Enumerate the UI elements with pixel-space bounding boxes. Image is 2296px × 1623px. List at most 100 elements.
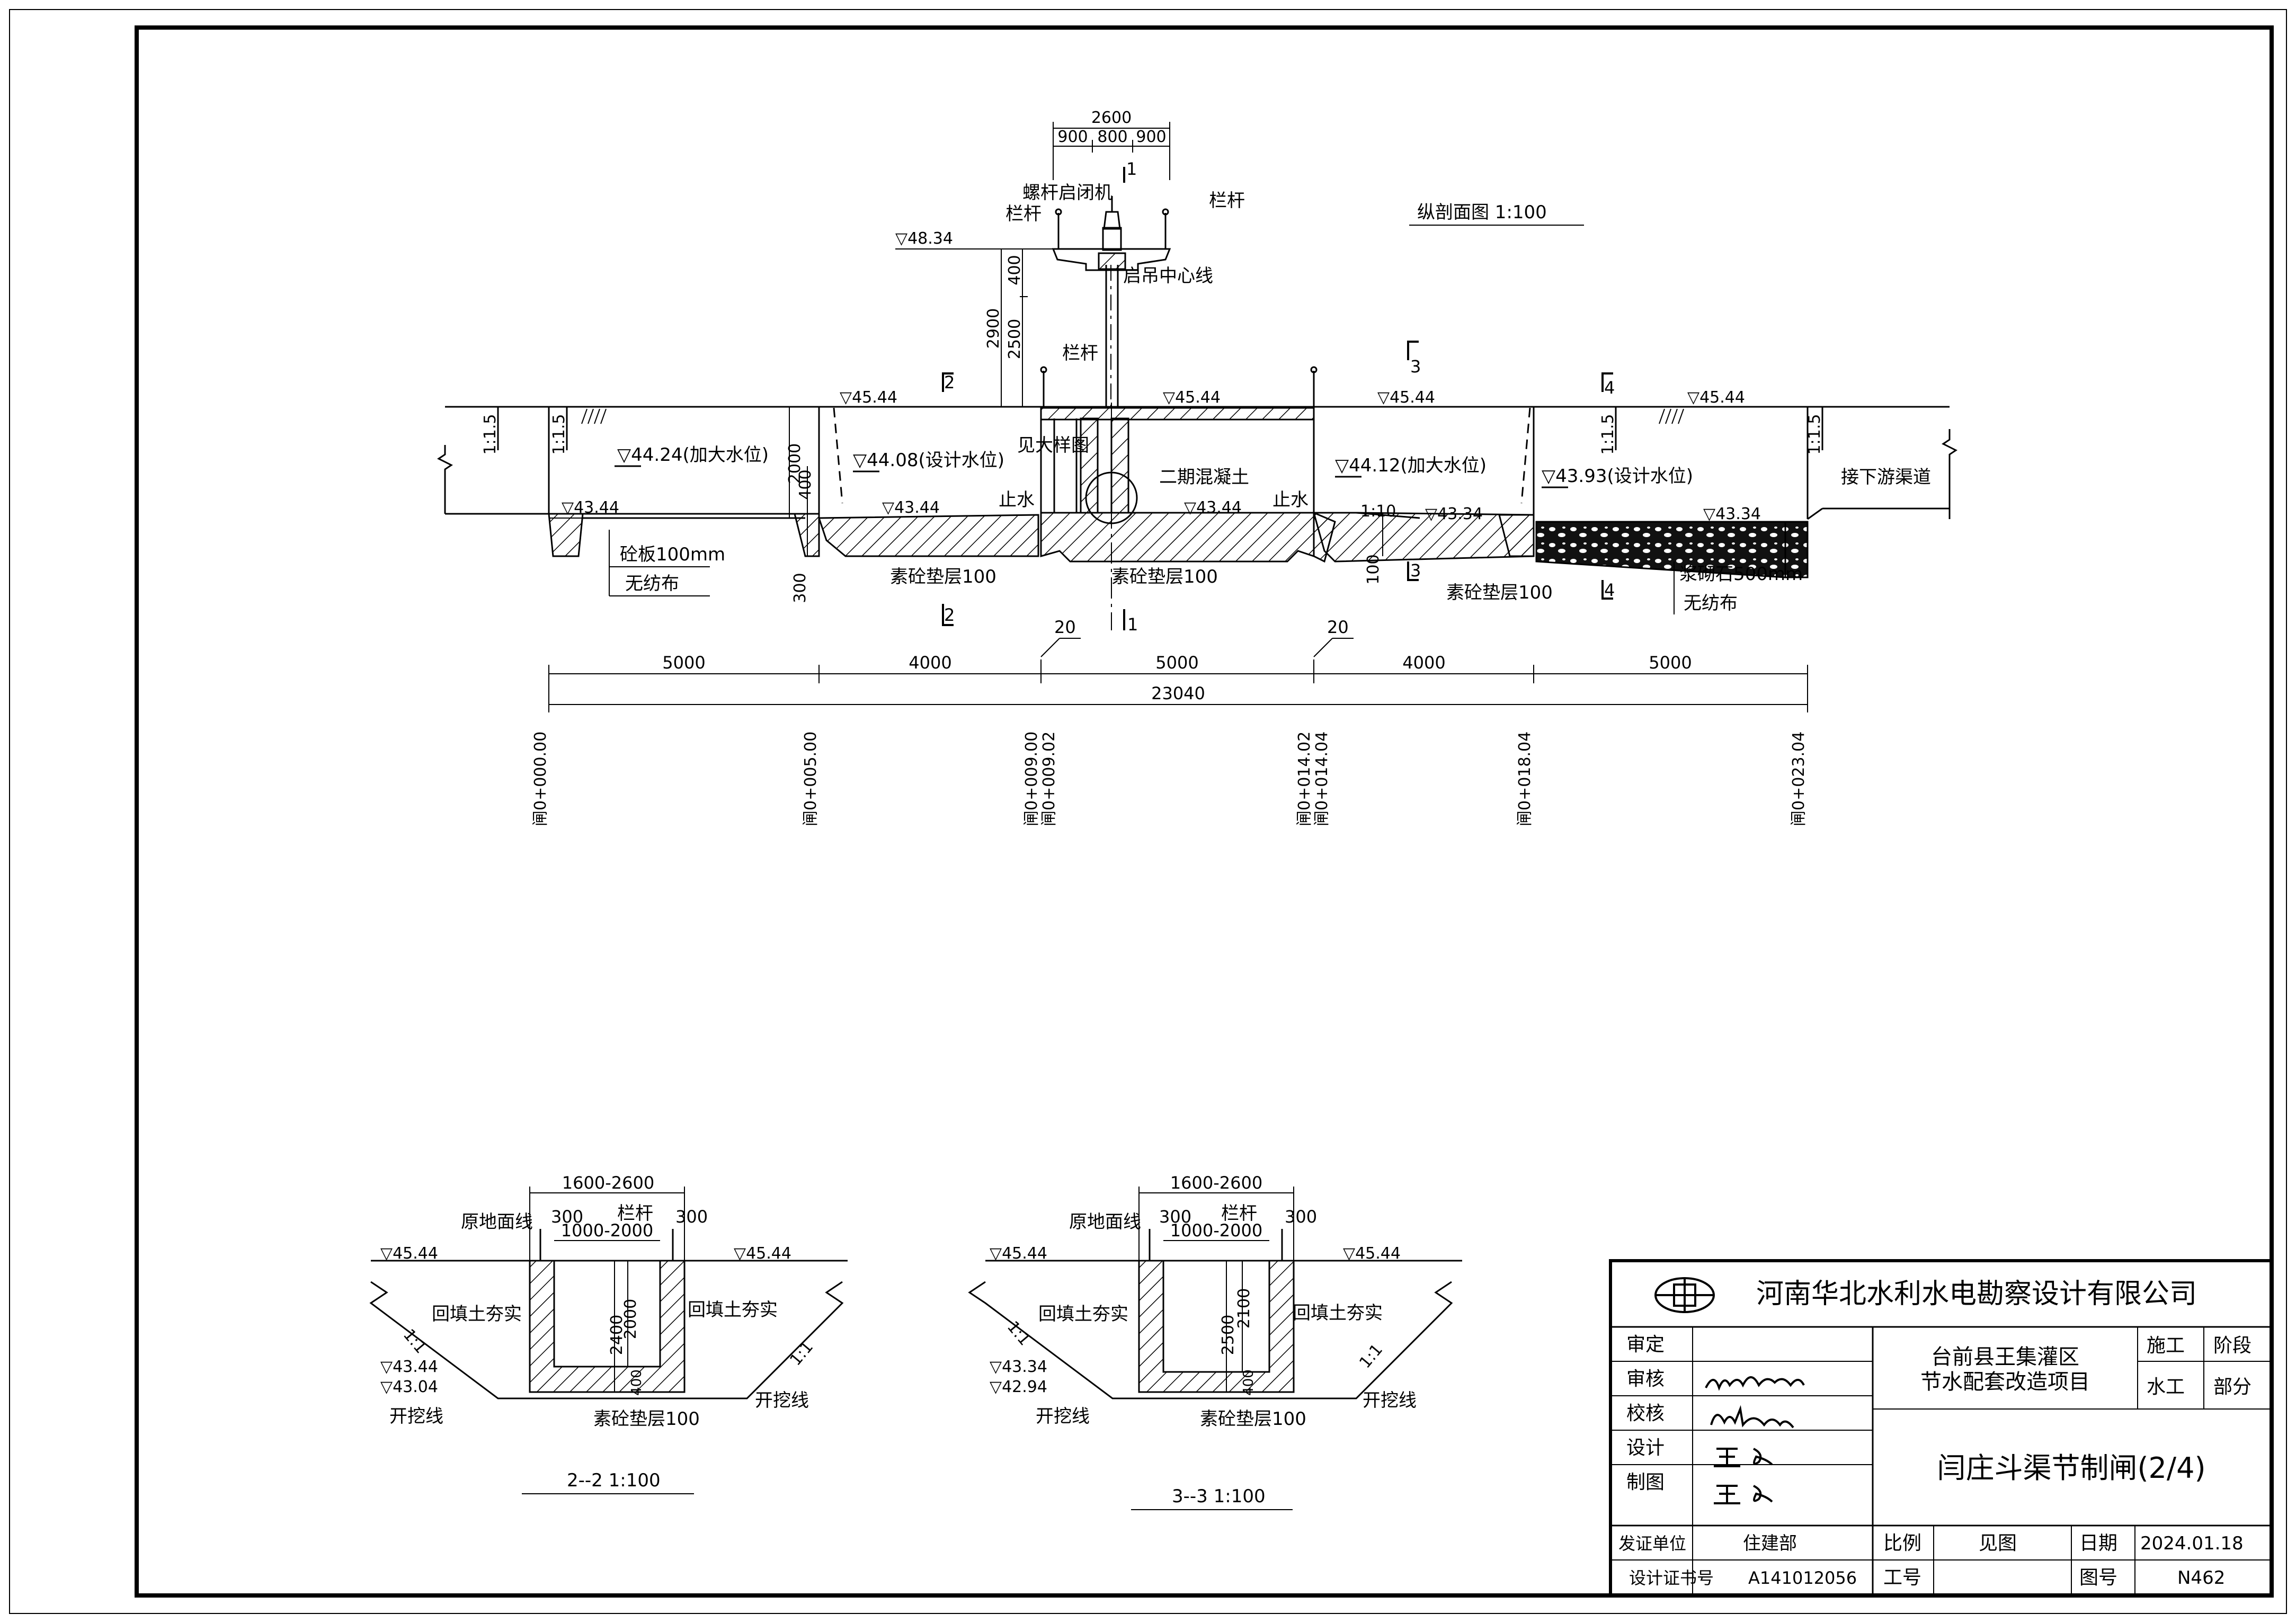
- label-slope-4: 1:1.5: [1805, 414, 1824, 455]
- sec2-elev-bed: ▽43.44: [380, 1358, 438, 1376]
- label-slope-3: 1:1.5: [1599, 414, 1617, 455]
- top-dimension-chain: [1053, 122, 1170, 180]
- section-mark-3-bot: 3: [1410, 560, 1421, 581]
- signature-design: [1714, 1448, 1773, 1467]
- sec2-h-in: 2000: [621, 1299, 640, 1339]
- elev-bed-5: ▽43.34: [1703, 505, 1761, 523]
- section-mark-2-top: 2: [944, 372, 955, 393]
- section-mark-1-top: 1: [1126, 159, 1137, 179]
- dept-hdr: 部分: [2213, 1376, 2251, 1398]
- elev-ground-1: ▽45.44: [840, 388, 897, 407]
- dim-2900: 2900: [984, 308, 1003, 349]
- tb-review-label: 审定: [1626, 1334, 1665, 1356]
- sec3-backfill-r: 回填土夯实: [1293, 1303, 1383, 1324]
- section-mark-3-top: 3: [1410, 356, 1421, 377]
- tb-design-label: 设计: [1626, 1437, 1665, 1459]
- label-railing-mid: 栏杆: [1062, 343, 1098, 364]
- station-labels: 闸0+000.00 闸0+005.00 闸0+009.00 闸0+009.02 …: [531, 732, 1808, 826]
- sec2-h-base: 400: [629, 1369, 645, 1396]
- cert-label: 设计证书号: [1629, 1568, 1714, 1588]
- dim-400-top: 400: [1005, 255, 1024, 285]
- sec2-railing: 栏杆: [617, 1203, 653, 1224]
- label-railing-right: 栏杆: [1209, 190, 1245, 211]
- station-0: 闸0+000.00: [531, 732, 550, 826]
- station-6: 闸0+018.04: [1516, 732, 1534, 826]
- label-geotextile-1: 无纺布: [625, 573, 679, 594]
- sec2-title: 2--2 1:100: [567, 1470, 661, 1491]
- elev-wl-4: ▽43.93(设计水位): [1542, 466, 1693, 487]
- dim-seg-3: 5000: [1155, 653, 1198, 673]
- tb-check-label: 审核: [1626, 1368, 1665, 1390]
- sec2-wall-r: 300: [675, 1207, 708, 1227]
- joint-20-right: 20: [1327, 617, 1349, 637]
- label-cushion-1: 素砼垫层100: [890, 566, 996, 587]
- dim-2500: 2500: [1005, 319, 1024, 359]
- scale-label: 比例: [1883, 1532, 1921, 1554]
- section-mark-2-bot: 2: [944, 605, 955, 625]
- elev-ground-4: ▽45.44: [1687, 388, 1745, 407]
- elev-top-deck: ▽48.34: [895, 229, 953, 248]
- sec2-slope-r: 1:1: [786, 1338, 817, 1369]
- station-7: 闸0+023.04: [1790, 732, 1808, 826]
- company-logo: [1654, 1277, 1715, 1313]
- date-label: 日期: [2079, 1532, 2117, 1554]
- label-grade: 1:10: [1360, 502, 1396, 521]
- sec2-inner: 1000-2000: [561, 1220, 653, 1241]
- sec3-elev-r: ▽45.44: [1343, 1244, 1401, 1263]
- label-geotextile-2: 无纺布: [1684, 593, 1738, 614]
- sec3-elev-exc: ▽42.94: [990, 1378, 1047, 1396]
- section-mark-4-top: 4: [1604, 378, 1615, 398]
- elev-wl-3: ▽44.12(加大水位): [1335, 455, 1487, 476]
- elev-bed-2: ▽43.44: [882, 498, 940, 517]
- fig-label: 图号: [2079, 1567, 2117, 1589]
- sec3-exc-r: 开挖线: [1363, 1390, 1417, 1411]
- stage-label: 施工: [2147, 1335, 2185, 1357]
- signature-check: [1705, 1376, 1805, 1391]
- sec2-cushion: 素砼垫层100: [593, 1408, 700, 1430]
- dim-100: 100: [1364, 554, 1383, 584]
- sec3-width-top: 1600-2600: [1170, 1173, 1262, 1193]
- fig-value: N462: [2177, 1567, 2225, 1589]
- date-value: 2024.01.18: [2140, 1533, 2244, 1554]
- sec3-slope-l: 1:1: [1003, 1318, 1034, 1349]
- sec3-h-base: 400: [1241, 1369, 1257, 1396]
- signature-proof: [1710, 1405, 1794, 1429]
- signature-draw: [1714, 1485, 1773, 1504]
- tb-draw-label: 制图: [1626, 1472, 1665, 1493]
- sec3-wall-l: 300: [1159, 1207, 1191, 1227]
- view-title-longitudinal: 纵剖面图 1:100: [1417, 202, 1547, 223]
- sec3-slope-r: 1:1: [1356, 1341, 1386, 1372]
- sec2-elev-exc: ▽43.04: [380, 1378, 438, 1396]
- label-waterstop-1: 止水: [999, 489, 1035, 511]
- issuer: 住建部: [1743, 1533, 1797, 1554]
- dim-900-left: 900: [1057, 128, 1088, 146]
- sec2-backfill-l: 回填土夯实: [432, 1304, 522, 1325]
- joint-20-left: 20: [1054, 617, 1076, 637]
- dept-label: 水工: [2147, 1376, 2185, 1398]
- label-slope-1: 1:1.5: [481, 414, 500, 455]
- sec3-ground-line: 原地面线: [1069, 1211, 1141, 1233]
- dim-800-mid: 800: [1097, 128, 1127, 146]
- sec2-h-out: 2400: [608, 1315, 626, 1355]
- sec3-railing: 栏杆: [1221, 1203, 1257, 1224]
- project-line-1: 台前县王集灌区: [1931, 1345, 2079, 1369]
- elev-wl-1: ▽44.24(加大水位): [617, 444, 769, 466]
- label-slope-2: 1:1.5: [550, 414, 568, 455]
- sec2-exc-l: 开挖线: [389, 1406, 443, 1427]
- station-2: 闸0+009.00: [1022, 732, 1041, 826]
- station-3: 闸0+009.02: [1040, 732, 1058, 826]
- title-block: [1609, 1259, 2273, 1597]
- elev-ground-2: ▽45.44: [1163, 388, 1221, 407]
- tb-proof-label: 校核: [1626, 1403, 1665, 1424]
- label-waterstop-2: 止水: [1272, 489, 1309, 511]
- sec2-slope-l: 1:1: [399, 1326, 430, 1357]
- label-detail-ref: 见大样图: [1017, 435, 1089, 456]
- section-mark-4-bot: 4: [1604, 580, 1615, 600]
- sec3-elev-bed: ▽43.34: [990, 1358, 1047, 1376]
- elev-bed-4: ▽43.34: [1425, 505, 1483, 523]
- label-second-stage: 二期混凝土: [1159, 467, 1249, 488]
- cert-value: A141012056: [1748, 1568, 1857, 1588]
- sec3-cushion: 素砼垫层100: [1200, 1408, 1306, 1430]
- dim-seg-4: 4000: [1402, 653, 1445, 673]
- longitudinal-section: [437, 196, 1957, 630]
